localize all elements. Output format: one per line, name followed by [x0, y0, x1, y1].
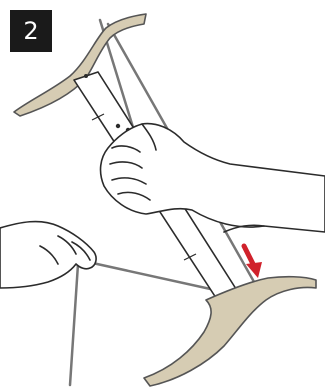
hand-gripping-bar [101, 124, 325, 232]
bottom-handle [144, 277, 316, 386]
step-number-badge: 2 [10, 10, 52, 52]
hand-pulling-line [0, 222, 96, 288]
down-arrow-icon [244, 246, 262, 278]
line-hand-down [70, 264, 78, 385]
